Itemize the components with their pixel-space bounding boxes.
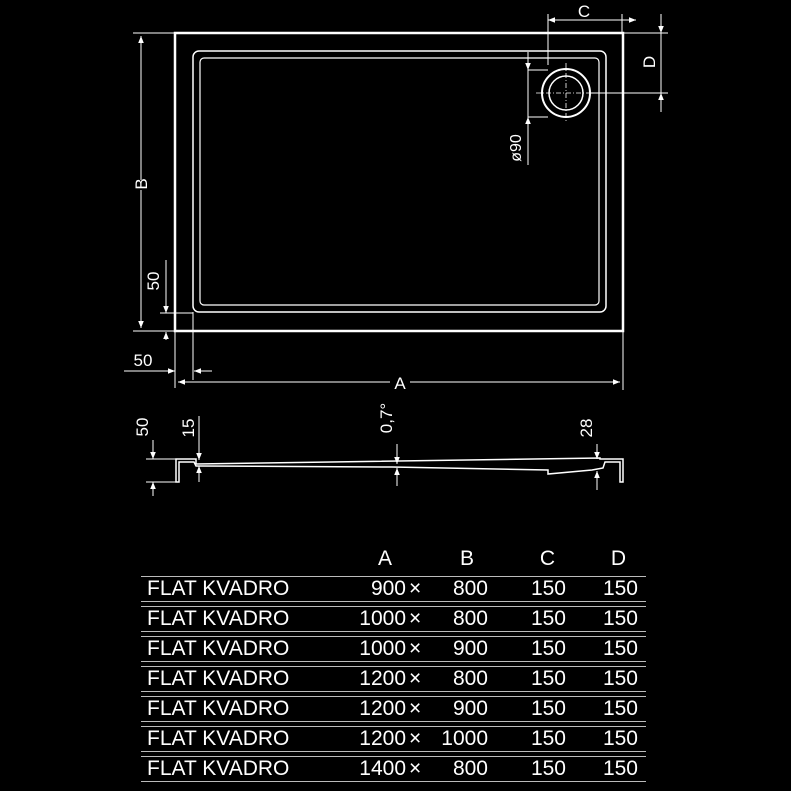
row-b: 800 bbox=[452, 607, 488, 630]
tray-outline bbox=[173, 31, 625, 333]
row-a: 1400 bbox=[359, 757, 406, 780]
row-b: 1000 bbox=[441, 727, 488, 750]
table-header: A B C D bbox=[141, 543, 646, 576]
label-rim-side: 50 bbox=[134, 351, 153, 370]
table-row: FLAT KVADRO 900 × 800 150 150 bbox=[141, 576, 646, 602]
dim-c bbox=[547, 14, 636, 65]
dim-a bbox=[178, 331, 624, 390]
row-a: 1200 bbox=[359, 727, 406, 750]
row-a: 1200 bbox=[359, 667, 406, 690]
plan-view bbox=[124, 14, 668, 390]
row-d: 150 bbox=[602, 667, 638, 690]
row-d: 150 bbox=[602, 727, 638, 750]
label-a: A bbox=[394, 374, 406, 393]
dim-rim-bottom bbox=[160, 260, 193, 340]
row-name: FLAT KVADRO bbox=[147, 577, 290, 600]
row-b: 800 bbox=[452, 577, 488, 600]
table-row: FLAT KVADRO 1000 × 800 150 150 bbox=[141, 606, 646, 632]
tray-inner-rim bbox=[192, 50, 607, 313]
header-b: B bbox=[459, 547, 474, 570]
section-profile bbox=[175, 457, 624, 483]
row-c: 150 bbox=[530, 607, 566, 630]
row-times: × bbox=[409, 667, 422, 690]
row-b: 900 bbox=[452, 697, 488, 720]
dim-d bbox=[590, 14, 668, 112]
table-row: FLAT KVADRO 1400 × 800 150 150 bbox=[141, 756, 646, 782]
table-row: FLAT KVADRO 1000 × 900 150 150 bbox=[141, 636, 646, 662]
table-row: FLAT KVADRO 1200 × 900 150 150 bbox=[141, 696, 646, 722]
row-d: 150 bbox=[602, 697, 638, 720]
row-name: FLAT KVADRO bbox=[147, 607, 290, 630]
row-name: FLAT KVADRO bbox=[147, 757, 290, 780]
label-rim-bottom: 50 bbox=[144, 272, 163, 291]
row-times: × bbox=[409, 607, 422, 630]
row-a: 1000 bbox=[359, 637, 406, 660]
row-c: 150 bbox=[530, 667, 566, 690]
row-c: 150 bbox=[530, 697, 566, 720]
dim-rim-side bbox=[124, 312, 212, 388]
row-d: 150 bbox=[602, 607, 638, 630]
spec-table: A B C D FLAT KVADRO 900 × 800 150 150 FL… bbox=[141, 543, 646, 782]
row-a: 900 bbox=[370, 577, 406, 600]
dim-height bbox=[146, 440, 176, 496]
row-name: FLAT KVADRO bbox=[147, 667, 290, 690]
tray-basin bbox=[199, 57, 600, 306]
row-a: 1000 bbox=[359, 607, 406, 630]
row-times: × bbox=[409, 757, 422, 780]
row-c: 150 bbox=[530, 637, 566, 660]
header-d: D bbox=[610, 547, 626, 570]
row-b: 900 bbox=[452, 637, 488, 660]
row-d: 150 bbox=[602, 757, 638, 780]
dim-b bbox=[133, 32, 175, 332]
label-b: B bbox=[132, 178, 151, 189]
row-c: 150 bbox=[530, 757, 566, 780]
row-times: × bbox=[409, 727, 422, 750]
section-view bbox=[146, 416, 624, 496]
label-height: 50 bbox=[133, 418, 152, 437]
table-row: FLAT KVADRO 1200 × 800 150 150 bbox=[141, 666, 646, 692]
row-times: × bbox=[409, 637, 422, 660]
label-drain-diameter: ø90 bbox=[508, 134, 525, 162]
header-a: A bbox=[377, 547, 392, 570]
row-name: FLAT KVADRO bbox=[147, 637, 290, 660]
label-drain-depth: 28 bbox=[577, 419, 596, 438]
row-c: 150 bbox=[530, 727, 566, 750]
dim-diameter bbox=[525, 52, 548, 165]
row-c: 150 bbox=[530, 577, 566, 600]
label-c: C bbox=[578, 2, 590, 21]
header-c: C bbox=[539, 547, 555, 570]
label-rim-depth: 15 bbox=[179, 419, 198, 438]
table-row: FLAT KVADRO 1200 × 1000 150 150 bbox=[141, 726, 646, 752]
row-times: × bbox=[409, 577, 422, 600]
row-a: 1200 bbox=[359, 697, 406, 720]
label-slope: 0,7° bbox=[377, 403, 396, 433]
row-b: 800 bbox=[452, 757, 488, 780]
row-b: 800 bbox=[452, 667, 488, 690]
row-name: FLAT KVADRO bbox=[147, 697, 290, 720]
table-rows: FLAT KVADRO 900 × 800 150 150 FLAT KVADR… bbox=[141, 576, 646, 782]
row-d: 150 bbox=[602, 577, 638, 600]
row-name: FLAT KVADRO bbox=[147, 727, 290, 750]
row-d: 150 bbox=[602, 637, 638, 660]
row-times: × bbox=[409, 697, 422, 720]
label-d: D bbox=[640, 56, 659, 68]
